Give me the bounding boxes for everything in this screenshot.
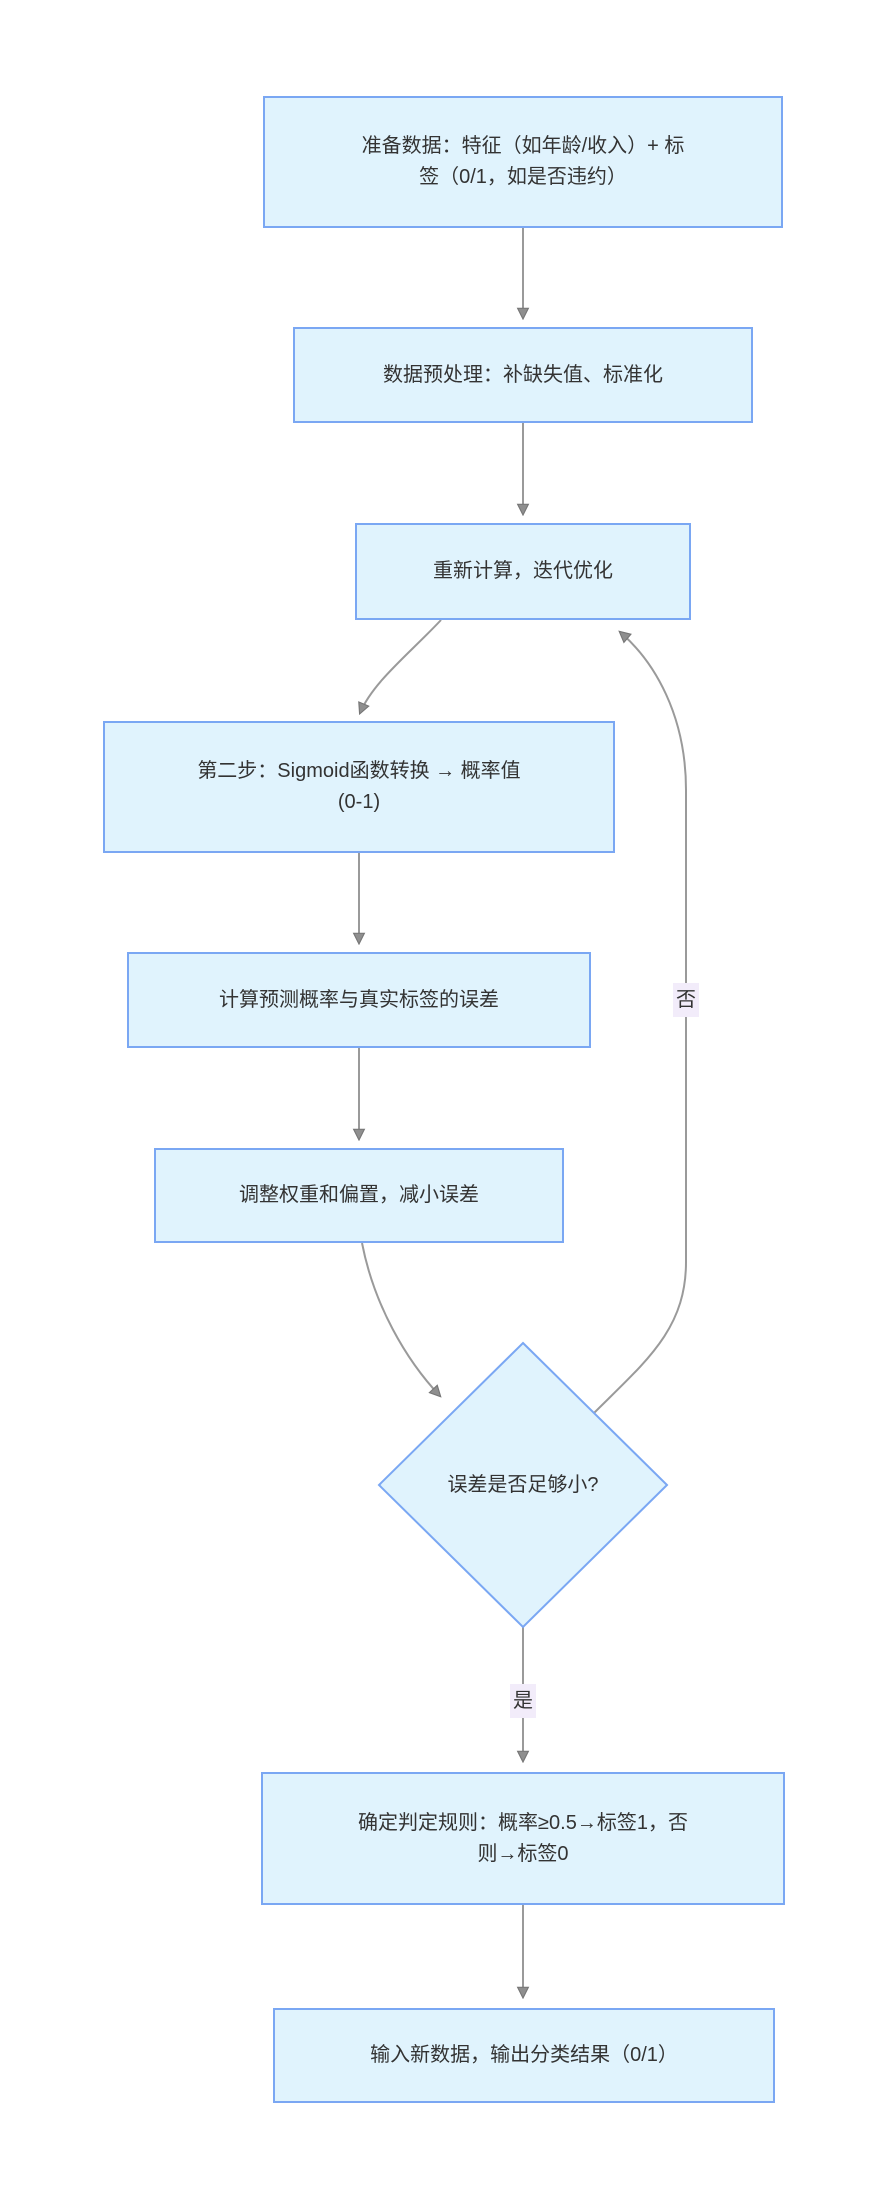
node-adjust-weights: 调整权重和偏置，减小误差	[154, 1148, 564, 1243]
edge-adjust-to-decision	[361, 1242, 440, 1396]
node-predict-output-label: 输入新数据，输出分类结果（0/1）	[370, 2044, 678, 2066]
edge-label-no: 否	[673, 983, 699, 1017]
decision-diamond-shape	[377, 1341, 669, 1629]
node-preprocess: 数据预处理：补缺失值、标准化	[293, 327, 753, 423]
node-recompute: 重新计算，迭代优化	[355, 523, 691, 620]
node-sigmoid-transform: 第二步：Sigmoid函数转换 → 概率值 (0-1)	[103, 721, 615, 853]
node-prepare-data-label-line1: 准备数据：特征（如年龄/收入）+ 标	[361, 135, 685, 157]
node-compute-error: 计算预测概率与真实标签的误差	[127, 952, 591, 1048]
node-prepare-data: 准备数据：特征（如年龄/收入）+ 标 签（0/1，如是否违约）	[263, 96, 783, 228]
node-compute-error-label: 计算预测概率与真实标签的误差	[219, 988, 499, 1011]
node-decision-rule-label-line1: 确定判定规则：概率≥0.5→标签1，否	[358, 1811, 688, 1834]
node-preprocess-label: 数据预处理：补缺失值、标准化	[383, 363, 663, 386]
node-decision-rule: 确定判定规则：概率≥0.5→标签1，否 则→标签0	[261, 1772, 785, 1905]
node-sigmoid-label-line1: 第二步：Sigmoid函数转换 → 概率值	[197, 760, 521, 782]
decision-diamond-label: 误差是否足够小?	[447, 1474, 599, 1496]
node-recompute-label: 重新计算，迭代优化	[433, 560, 613, 582]
edge-label-yes: 是	[510, 1684, 536, 1718]
node-decision-rule-label-line2: 则→标签0	[477, 1842, 569, 1865]
edge-decision-no-loop	[593, 632, 687, 1414]
edge-recompute-to-sigmoid	[360, 619, 442, 713]
node-adjust-weights-label: 调整权重和偏置，减小误差	[239, 1184, 479, 1206]
node-sigmoid-label-line2: (0-1)	[337, 791, 381, 813]
node-predict-output: 输入新数据，输出分类结果（0/1）	[273, 2008, 775, 2103]
node-prepare-data-label-line2: 签（0/1，如是否违约）	[419, 166, 627, 188]
